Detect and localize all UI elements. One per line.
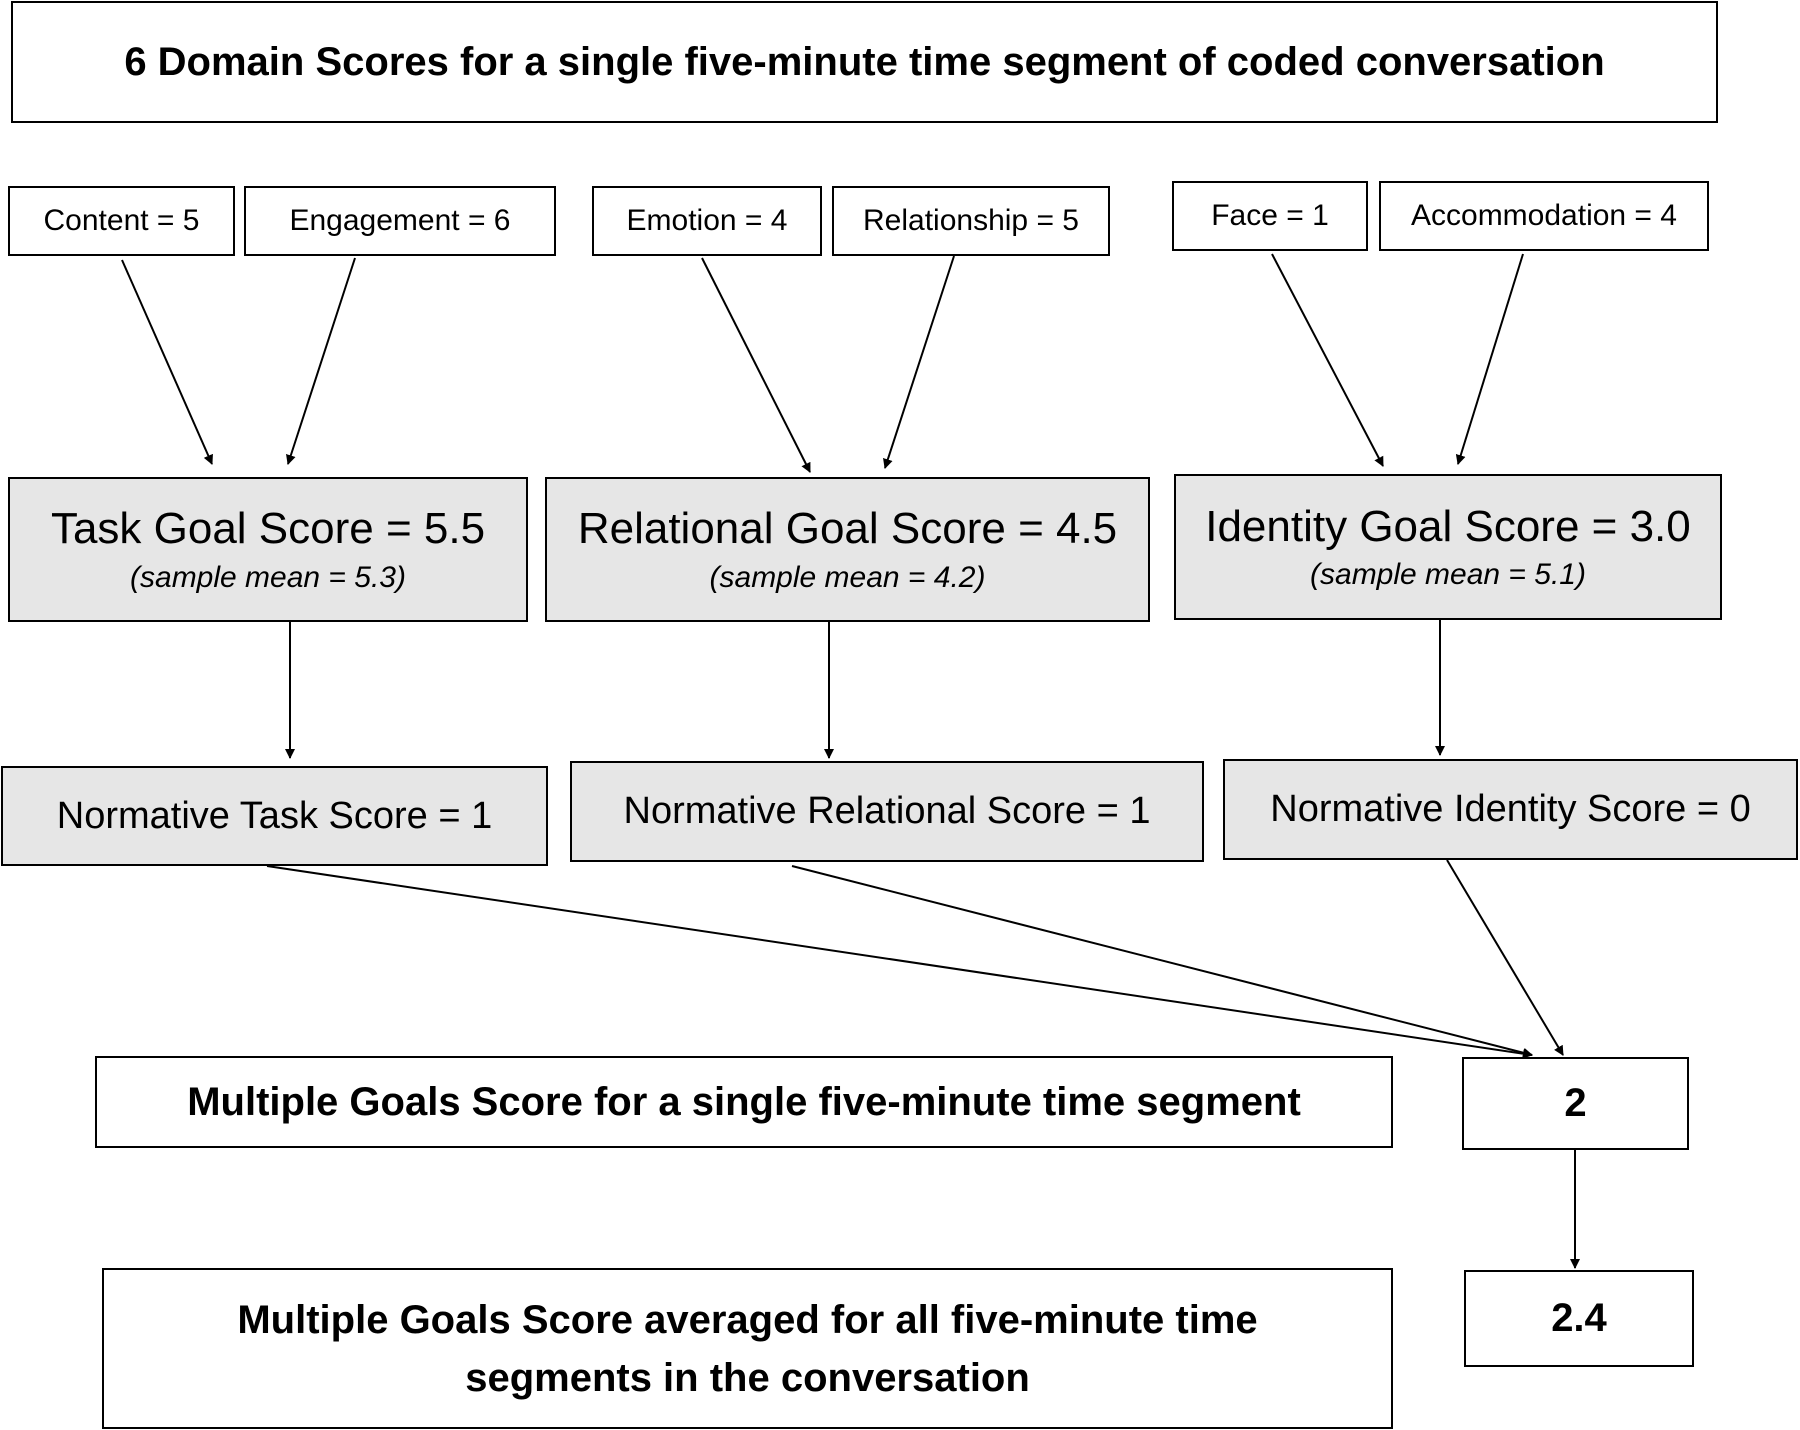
normative-relational-score: Normative Relational Score = 1 xyxy=(623,790,1151,832)
diagram-title-box: 6 Domain Scores for a single five-minute… xyxy=(11,1,1718,123)
identity-goal-score: Identity Goal Score = 3.0 xyxy=(1205,501,1691,551)
average-score-label-line2: segments in the conversation xyxy=(465,1355,1030,1400)
normative-relational-box: Normative Relational Score = 1 xyxy=(570,761,1204,862)
domain-accommodation-label: Accommodation = 4 xyxy=(1411,199,1677,232)
identity-goal-box: Identity Goal Score = 3.0 (sample mean =… xyxy=(1174,474,1722,620)
average-score-value-box: 2.4 xyxy=(1464,1270,1694,1367)
domain-engagement-label: Engagement = 6 xyxy=(289,204,511,237)
domain-emotion-label: Emotion = 4 xyxy=(626,204,788,237)
task-goal-score: Task Goal Score = 5.5 xyxy=(50,504,486,554)
arrow-face-to-identity xyxy=(1271,253,1384,467)
segment-score-value-box: 2 xyxy=(1462,1057,1689,1150)
normative-task-box: Normative Task Score = 1 xyxy=(1,766,548,866)
relational-goal-box: Relational Goal Score = 4.5 (sample mean… xyxy=(545,477,1150,622)
segment-score-value: 2 xyxy=(1564,1081,1587,1125)
identity-goal-sample-mean: (sample mean = 5.1) xyxy=(1310,558,1586,592)
relational-goal-sample-mean: (sample mean = 4.2) xyxy=(709,560,986,594)
relational-goal-score: Relational Goal Score = 4.5 xyxy=(577,504,1118,554)
normative-identity-box: Normative Identity Score = 0 xyxy=(1223,759,1798,860)
arrow-normrelational-to-segment xyxy=(791,865,1533,1058)
normative-identity-score: Normative Identity Score = 0 xyxy=(1270,788,1751,830)
arrow-normtask-to-segment xyxy=(266,865,1533,1059)
arrow-content-to-task xyxy=(121,259,213,465)
domain-accommodation-box: Accommodation = 4 xyxy=(1379,181,1709,251)
arrow-accommodation-to-identity xyxy=(1455,253,1524,465)
domain-relationship-label: Relationship = 5 xyxy=(863,204,1079,237)
task-goal-sample-mean: (sample mean = 5.3) xyxy=(130,560,406,594)
arrow-emotion-to-relational xyxy=(701,257,811,473)
domain-engagement-box: Engagement = 6 xyxy=(244,186,556,256)
domain-emotion-box: Emotion = 4 xyxy=(592,186,822,256)
average-score-label-line1: Multiple Goals Score averaged for all fi… xyxy=(237,1297,1258,1342)
arrow-relationship-to-relational xyxy=(883,255,955,469)
domain-face-label: Face = 1 xyxy=(1211,199,1329,232)
average-score-label-box: Multiple Goals Score averaged for all fi… xyxy=(102,1268,1393,1429)
domain-content-label: Content = 5 xyxy=(43,204,200,237)
task-goal-box: Task Goal Score = 5.5 (sample mean = 5.3… xyxy=(8,477,528,622)
arrow-engagement-to-task xyxy=(286,257,356,465)
normative-task-score: Normative Task Score = 1 xyxy=(56,794,493,837)
domain-content-box: Content = 5 xyxy=(8,186,235,256)
segment-score-label-box: Multiple Goals Score for a single five-m… xyxy=(95,1056,1393,1148)
domain-relationship-box: Relationship = 5 xyxy=(832,186,1110,256)
average-score-value: 2.4 xyxy=(1551,1296,1607,1340)
domain-face-box: Face = 1 xyxy=(1172,181,1368,251)
arrow-normidentity-to-segment xyxy=(1446,859,1564,1056)
diagram-title: 6 Domain Scores for a single five-minute… xyxy=(124,39,1605,84)
segment-score-label: Multiple Goals Score for a single five-m… xyxy=(187,1079,1301,1124)
